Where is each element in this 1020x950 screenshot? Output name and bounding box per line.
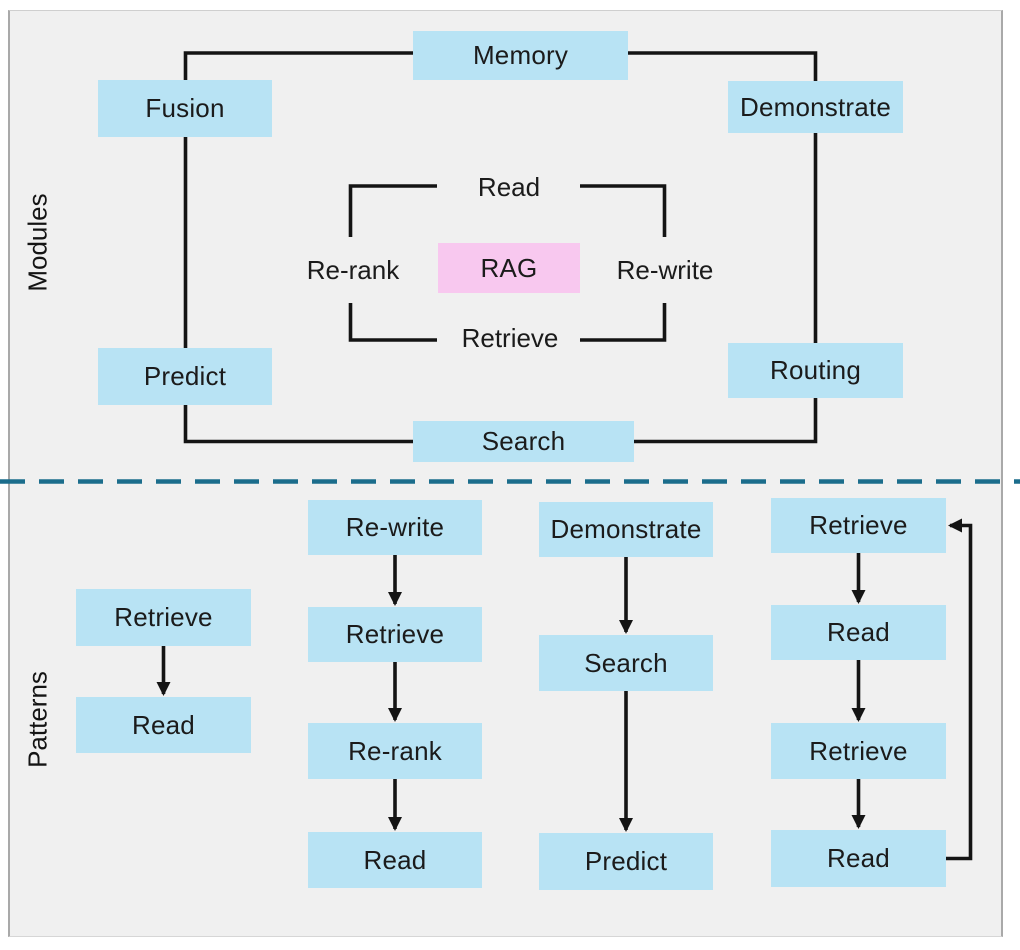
- modules-section-label: Modules: [22, 193, 53, 292]
- ring-label-rewrite: Re-write: [616, 255, 714, 285]
- pattern-box-retrieve: Retrieve: [308, 607, 482, 662]
- ring-label-read: Read: [477, 172, 541, 202]
- pattern-box-read: Read: [308, 832, 482, 888]
- pattern-box-rerank: Re-rank: [308, 723, 482, 779]
- module-box-routing: Routing: [728, 343, 903, 398]
- rag-center-box: RAG: [438, 243, 580, 293]
- pattern-box-retrieve: Retrieve: [771, 723, 946, 779]
- pattern-box-rewrite: Re-write: [308, 500, 482, 555]
- ring-label-rerank: Re-rank: [306, 255, 400, 285]
- module-box-search: Search: [413, 421, 634, 462]
- pattern-box-predict: Predict: [539, 833, 713, 890]
- pattern-box-retrieve: Retrieve: [76, 589, 251, 646]
- diagram-panel: [8, 10, 1003, 937]
- pattern-box-demonstrate: Demonstrate: [539, 502, 713, 557]
- pattern-box-search: Search: [539, 635, 713, 691]
- module-box-predict: Predict: [98, 348, 272, 405]
- pattern-box-read: Read: [76, 697, 251, 753]
- pattern-box-retrieve: Retrieve: [771, 498, 946, 553]
- patterns-section-label: Patterns: [22, 671, 53, 768]
- pattern-box-read: Read: [771, 830, 946, 887]
- module-box-demonstrate: Demonstrate: [728, 81, 903, 133]
- ring-label-retrieve: Retrieve: [461, 323, 559, 353]
- pattern-box-read: Read: [771, 605, 946, 660]
- module-box-fusion: Fusion: [98, 80, 272, 137]
- module-box-memory: Memory: [413, 31, 628, 80]
